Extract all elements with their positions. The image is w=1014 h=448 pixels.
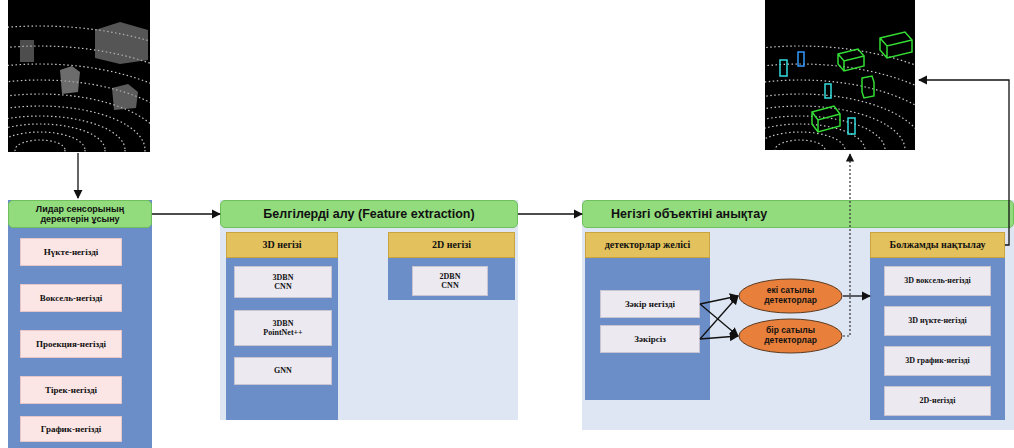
box-label: Зәкір негізді [625,299,675,309]
box-label: Тірек-негізді [45,385,97,395]
panel-header: 2D негізі [388,232,515,258]
group-panel: 3D негізі 3DBN CNN 3DBN PointNet++ GNN [226,232,338,420]
method-box: Тірек-негізді [20,376,122,404]
method-box: 3DBN PointNet++ [234,310,332,346]
box-label: 2DBN CNN [430,272,470,290]
method-box: 2DBN CNN [412,266,488,296]
box-label: Нүкте-негізді [44,247,98,257]
dotted-output-arrow [843,154,850,336]
group-panel: Белгілерді алу (Feature extraction) 3D не… [220,200,518,420]
flow-arrow [843,295,870,296]
flow-arrow [700,296,738,304]
box-label: 3DBN CNN [263,273,303,291]
flow-arrow [700,296,738,339]
box-label: 3D график-негізді [905,356,970,365]
panel-title: Лидар сенсорының деректерін ұсыну [13,204,147,225]
group-panel: Лидар сенсорының деректерін ұсынуНүкте-н… [8,200,152,448]
method-box: 3D график-негізді [884,346,991,376]
method-box: 3D нүкте-негізді [884,306,991,336]
detector-ellipse: екі сатылы детекторлар [738,278,843,314]
box-label: Воксель-негізді [40,293,103,303]
box-label: 2D-негізді [920,396,956,405]
panel-header: 3D негізі [226,232,338,258]
panel-header: Лидар сенсорының деректерін ұсыну [8,200,152,228]
box-label: 3D нүкте-негізді [908,316,967,325]
flow-arrow [700,336,738,339]
detector-ellipse: бір сатылы детекторлар [738,318,843,354]
panel-title: Болжамды нақтылау [890,239,986,251]
method-box: Воксель-негізді [20,284,122,312]
panel-title: 2D негізі [432,239,471,251]
flow-arrow [700,304,738,336]
panel-title: Негізгі объектіні анықтау [611,207,767,221]
method-box: Зәкір негізді [600,290,700,318]
box-label: Зәкірсіз [634,334,666,344]
box-label: График-негізді [41,424,102,434]
box-label: бір сатылы детекторлар [755,326,827,346]
method-box: Зәкірсіз [600,325,700,353]
method-box: 3D воксель-негізді [884,266,991,296]
panel-title: детекторлар желісі [605,239,691,251]
panel-header: Белгілерді алу (Feature extraction) [220,200,518,228]
method-box: GNN [234,357,332,385]
group-panel: 2D негізі 2DBN CNN [388,232,515,300]
box-label: GNN [274,366,292,375]
box-label: 3DBN PointNet++ [253,319,313,337]
panel-header: детекторлар желісі [585,232,710,258]
box-label: 3D воксель-негізді [904,276,970,285]
panel-title: 3D негізі [262,239,301,251]
group-panel: детекторлар желісіЗәкір негіздіЗәкірсіз [585,232,710,400]
method-box: 3DBN CNN [234,266,332,298]
method-box: Нүкте-негізді [20,238,122,266]
output-arrow [919,80,1009,245]
flow-arrow [152,213,220,214]
box-label: Проекция-негізді [36,339,106,349]
method-box: 2D-негізді [884,386,991,416]
panel-header: Болжамды нақтылау [870,232,1005,258]
panel-title: Белгілерді алу (Feature extraction) [263,207,474,221]
method-box: График-негізді [20,416,122,442]
panel-header: Негізгі объектіні анықтау [582,200,1014,228]
group-panel: Болжамды нақтылау 3D воксель-негізді 3D нү… [870,232,1005,420]
flow-arrow [518,213,582,214]
input-arrow [77,153,78,198]
method-box: Проекция-негізді [20,330,122,358]
box-label: екі сатылы детекторлар [755,286,827,306]
group-panel: Негізгі объектіні анықтау детекторлар жел… [582,200,1014,430]
